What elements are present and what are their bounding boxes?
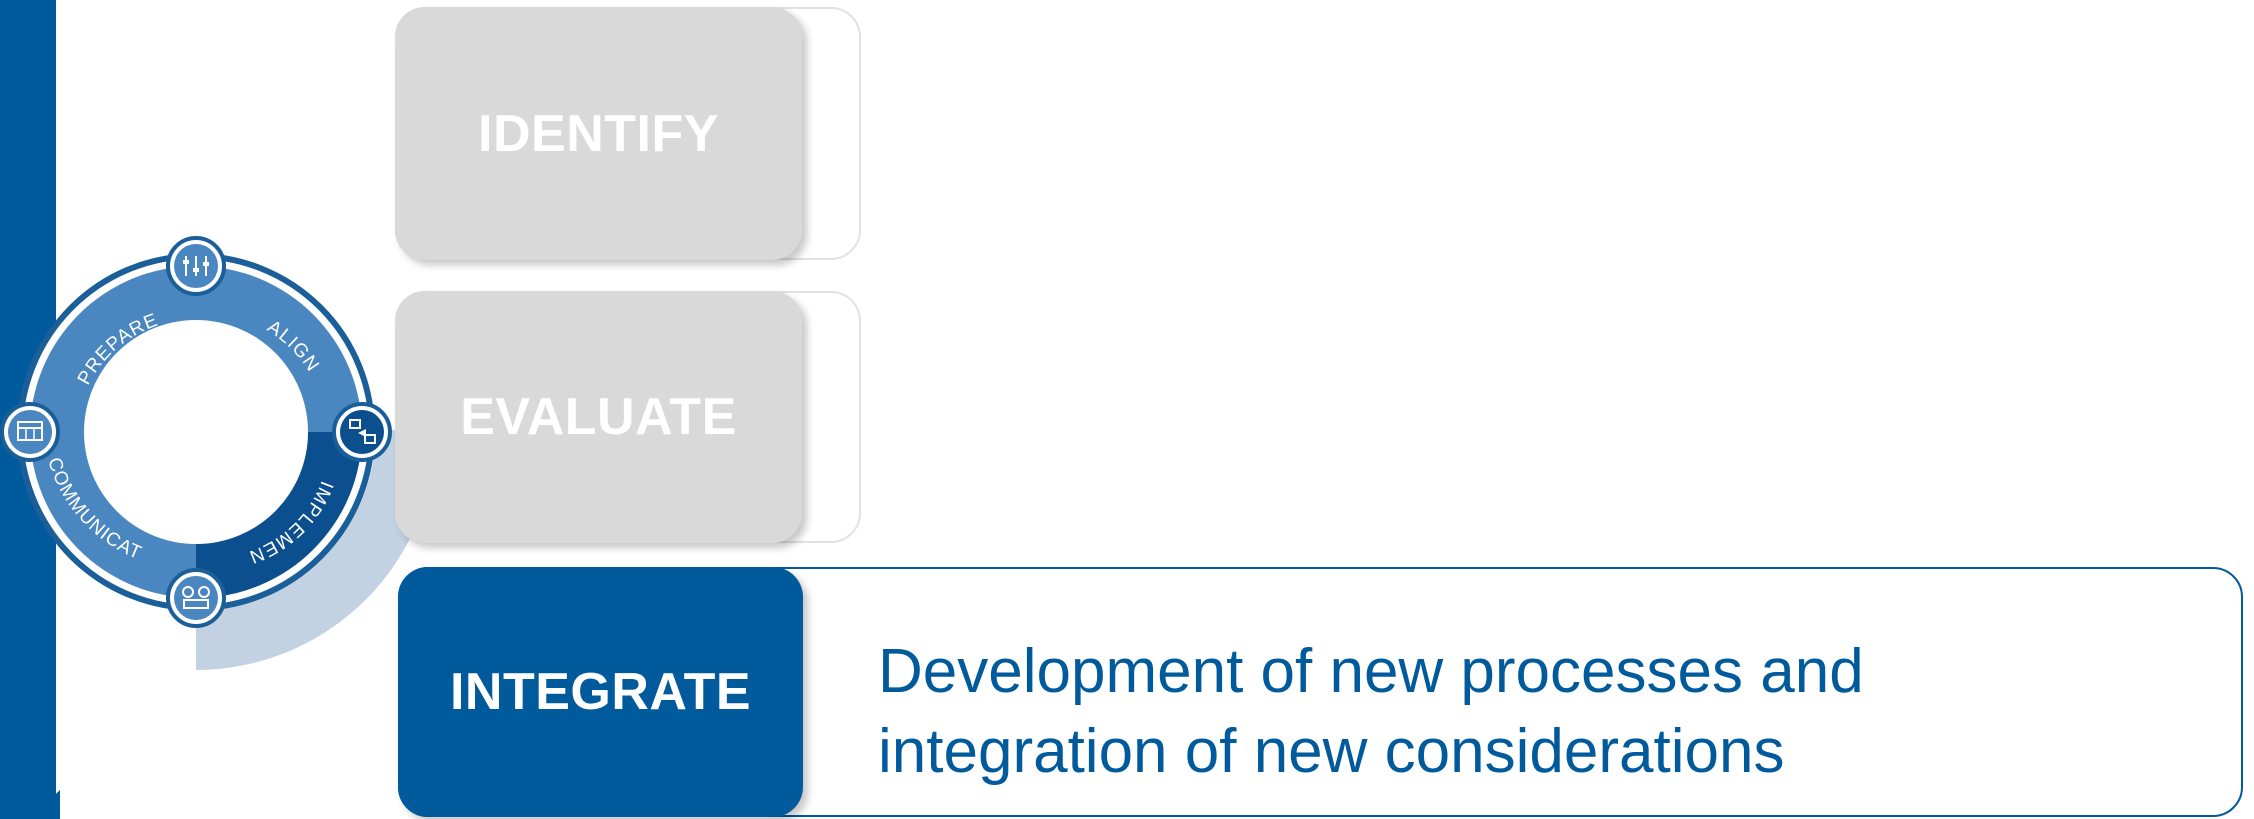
cycle-segment-implement [196, 432, 362, 598]
quarter-ring-accent [196, 430, 436, 670]
cycle-diagram: PREPARE ALIGN IMPLEMENT COMMUNICATE [0, 230, 436, 670]
integrate-step-label: INTEGRATE [449, 663, 752, 721]
evaluate-step-label: EVALUATE [460, 388, 737, 446]
flowchart-icon [332, 402, 392, 462]
corner-accent-shape [30, 790, 60, 819]
calendar-board-icon [0, 402, 60, 462]
description-line-1: Development of new processes and [878, 637, 1864, 706]
identify-step-label: IDENTIFY [478, 104, 719, 163]
description-line-2: integration of new considerations [878, 717, 1785, 786]
sliders-icon [166, 236, 226, 296]
gears-icon [166, 568, 226, 628]
integrate-step-tile[interactable]: INTEGRATE [398, 567, 803, 817]
evaluate-step-tile[interactable]: EVALUATE [395, 291, 802, 543]
integrate-description: Development of new processes and integra… [878, 632, 2178, 792]
identify-step-tile[interactable]: IDENTIFY [395, 7, 802, 260]
